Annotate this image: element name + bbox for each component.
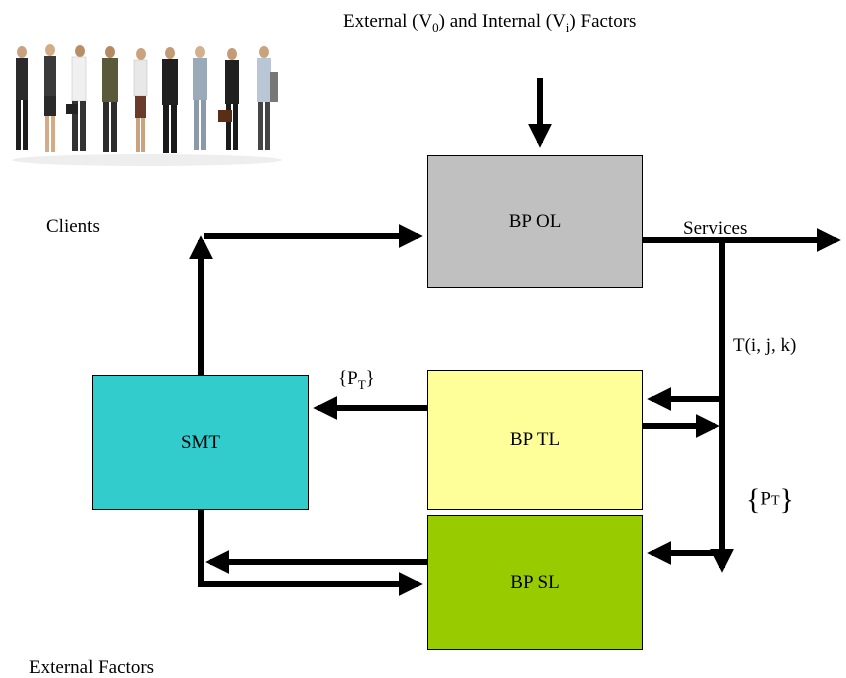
- bp-ol-box: BP OL: [427, 155, 643, 288]
- person-figure: [193, 46, 207, 150]
- bp-sl-label: BP SL: [510, 571, 560, 593]
- pt-label-brace: {: [746, 483, 761, 516]
- external-factors-label: External Factors: [29, 657, 155, 678]
- clients-queue-illustration: [12, 44, 282, 166]
- services-label: Services: [683, 218, 748, 239]
- bp-ol-label: BP OL: [508, 210, 562, 232]
- bp-tl-box: BP TL: [427, 370, 643, 510]
- header-text-part: ) and Internal (V: [438, 11, 566, 32]
- pt-label-subscript: T: [770, 493, 780, 509]
- person-figure: [44, 44, 56, 152]
- header-text-part: External (V: [343, 11, 433, 32]
- pt-label-subscript: T: [357, 376, 366, 392]
- person-figure: [162, 47, 178, 153]
- header-subscript-i: i: [565, 19, 570, 35]
- pt-label-part: P: [760, 488, 771, 510]
- pt-label-part: }: [365, 368, 375, 389]
- bp-sl-box: BP SL: [427, 515, 643, 650]
- person-figure: [133, 48, 148, 152]
- pt-feedback-label: {PT}: [338, 369, 375, 391]
- person-figure: [16, 46, 28, 150]
- external-internal-factors-title: External (V0) and Internal (Vi) Factors: [343, 12, 636, 34]
- person-figure: [102, 46, 118, 152]
- person-figure: [257, 46, 278, 150]
- floor-shadow: [12, 154, 282, 166]
- person-figure: [66, 45, 87, 151]
- transition-function-label: T(i, j, k): [733, 335, 797, 356]
- header-subscript-0: 0: [432, 19, 439, 35]
- bp-tl-label: BP TL: [509, 429, 561, 450]
- pt-label-part: {P: [338, 368, 358, 389]
- person-figure: [218, 48, 239, 150]
- header-text-part: ) Factors: [569, 11, 637, 32]
- smt-box: SMT: [92, 375, 309, 510]
- pt-label-brace: }: [779, 483, 794, 516]
- pt-output-label: {PT}: [746, 485, 794, 515]
- clients-label: Clients: [46, 216, 100, 237]
- smt-label: SMT: [180, 431, 221, 453]
